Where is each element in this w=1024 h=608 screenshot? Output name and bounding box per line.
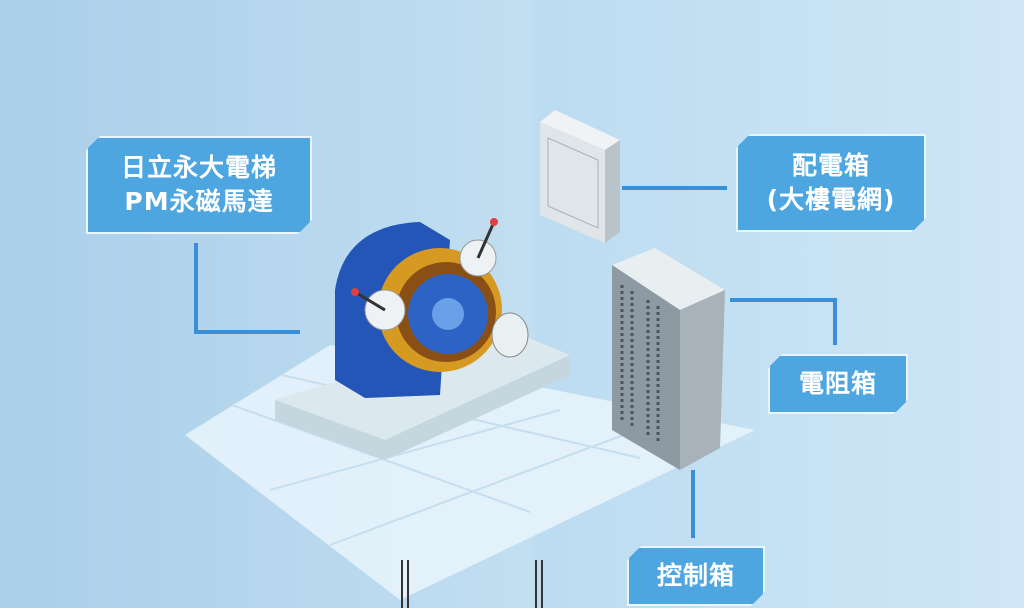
pm-motor: [335, 218, 529, 398]
label-control-box-text: 控制箱: [656, 561, 735, 590]
label-pm-motor: 日立永大電梯 PM永磁馬達: [86, 136, 312, 234]
label-pm-motor-line1: 日立永大電梯: [120, 153, 277, 182]
control-box: [612, 248, 725, 470]
label-distribution-box-line1: 配電箱: [791, 151, 870, 180]
label-distribution-box-line2: (大樓電網): [766, 185, 896, 214]
label-resistor-box-text: 電阻箱: [798, 369, 877, 398]
distribution-box: [540, 110, 620, 243]
label-control-box: 控制箱: [627, 546, 765, 606]
label-distribution-box: 配電箱 (大樓電網): [736, 134, 926, 232]
label-pm-motor-line2: PM永磁馬達: [124, 187, 274, 216]
connector-lines: [194, 186, 837, 538]
hoist-ropes: [401, 560, 543, 608]
label-resistor-box: 電阻箱: [768, 354, 908, 414]
